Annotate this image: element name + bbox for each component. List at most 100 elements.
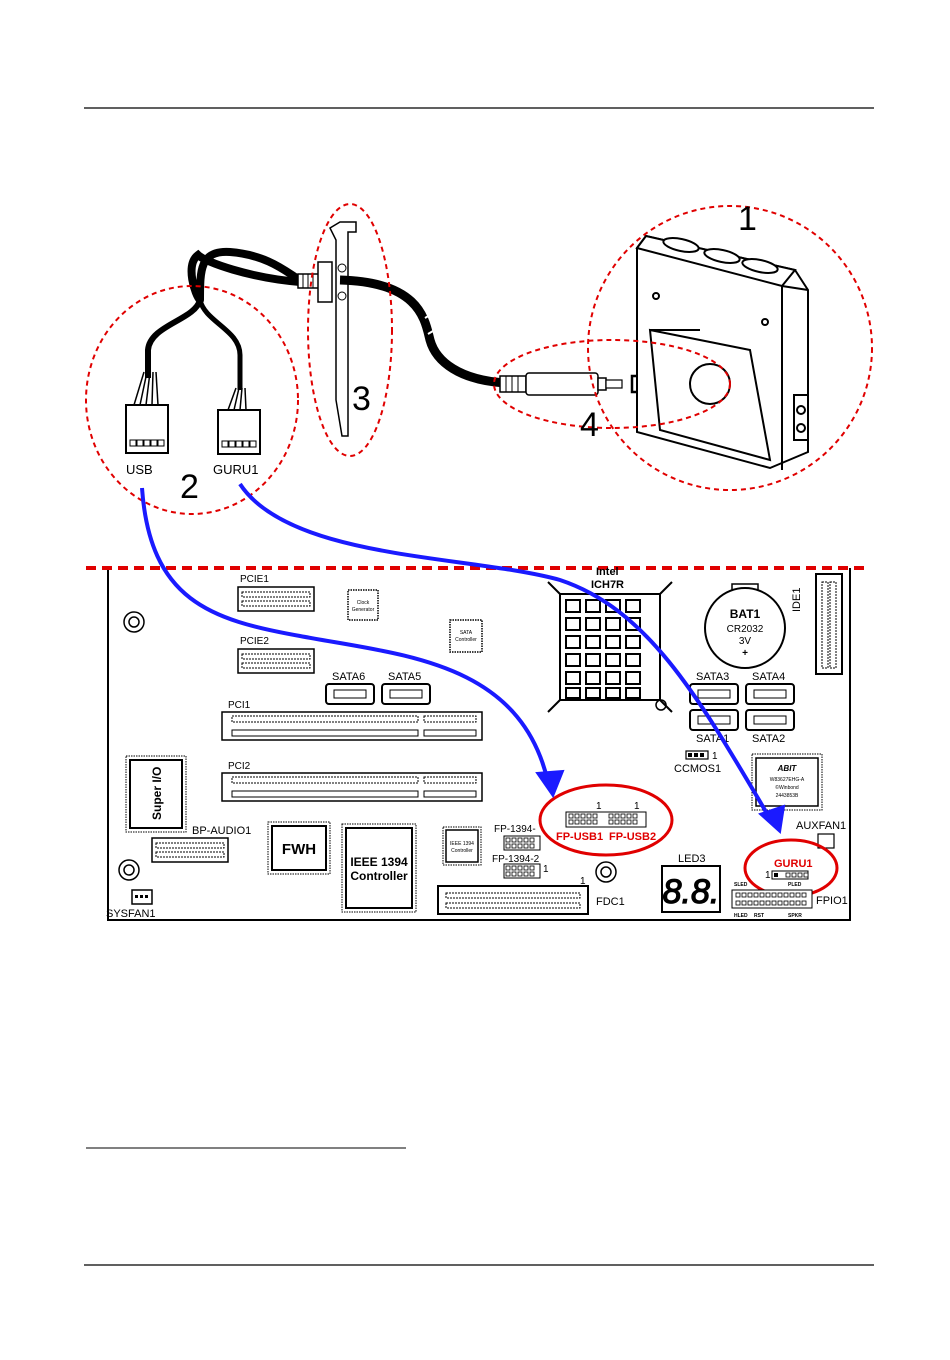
sysfan-label: SYSFAN1 xyxy=(106,908,156,920)
guru-to-guru1-arrow xyxy=(238,482,774,824)
ieee-label-2: Controller xyxy=(350,869,408,883)
cable-device xyxy=(339,275,506,388)
winbond-text-2: ©Winbond xyxy=(775,784,799,791)
cr2032-label: CR2032 xyxy=(727,624,764,635)
fdc-connector xyxy=(437,885,589,915)
fp1394-2-label: FP-1394-2 xyxy=(492,854,540,865)
pci1-label: PCI1 xyxy=(228,700,251,711)
callout-ring-2 xyxy=(85,285,299,515)
usb-label: USB xyxy=(126,462,153,477)
pcie2-label: PCIE2 xyxy=(240,636,269,647)
fpusb1-pin: 1 xyxy=(596,801,602,812)
sata4-port xyxy=(745,683,795,705)
satactl-text-2: Controller xyxy=(455,637,477,643)
pled-label: PLED xyxy=(788,882,802,888)
bp-audio-label: BP-AUDIO1 xyxy=(192,825,251,837)
pcie1-slot xyxy=(237,586,315,612)
led3-display xyxy=(661,865,721,913)
abit-logo-text: ABIT xyxy=(777,764,798,773)
fdc-pin: 1 xyxy=(580,876,586,887)
ich7r-heatsink xyxy=(547,581,673,713)
led3-digits: 8.8. xyxy=(663,873,720,911)
3v-label: 3V xyxy=(739,636,752,647)
spkr-label: SPKR xyxy=(788,913,802,919)
pci2-label: PCI2 xyxy=(228,761,251,772)
motherboard: PCIE1 PCIE2 Clock Generator SATA Control… xyxy=(86,566,866,921)
pcie2-slot xyxy=(237,648,315,674)
guru-device xyxy=(635,234,809,470)
sata3-port xyxy=(689,683,739,705)
plus-label: + xyxy=(742,648,748,659)
guru1-board-label: GURU1 xyxy=(774,858,813,870)
cable-plug xyxy=(297,273,321,289)
ieee1394-chip xyxy=(345,827,413,909)
ieee-small-2: Controller xyxy=(451,848,473,854)
sata6-port xyxy=(325,683,375,705)
led3-label: LED3 xyxy=(678,853,706,865)
sata4-label: SATA4 xyxy=(752,671,785,683)
bat-label: BAT1 xyxy=(730,607,761,621)
sata-controller-chip xyxy=(449,619,483,653)
clock-text-2: Generator xyxy=(352,607,375,613)
cable-assembly: USB GURU1 xyxy=(85,200,873,515)
fwh-chip xyxy=(271,825,327,871)
winbond-text-3: 2443853B xyxy=(776,793,799,799)
sata3-label: SATA3 xyxy=(696,671,729,683)
guru-pin: 1 xyxy=(765,870,771,881)
fpusb2-label: FP-USB2 xyxy=(609,831,656,843)
usb-arrowhead xyxy=(535,769,565,799)
callout-3: 3 xyxy=(352,380,371,418)
ich7r-label: ICH7R xyxy=(591,579,624,591)
satactl-text-1: SATA xyxy=(460,630,473,636)
pcie1-label: PCIE1 xyxy=(240,574,269,585)
intel-label: Intel xyxy=(596,566,619,578)
callout-2: 2 xyxy=(180,468,199,506)
ide-connector xyxy=(815,573,843,675)
super-io-label: Super I/O xyxy=(150,767,164,820)
ieee1394-small-chip xyxy=(445,829,479,863)
auxfan-label: AUXFAN1 xyxy=(796,820,846,832)
callout-ring-1 xyxy=(587,205,873,491)
fp1394-pin: 1 xyxy=(543,864,549,875)
cable-guru-branch xyxy=(197,299,243,390)
device-plug xyxy=(499,372,623,396)
rst-label: RST xyxy=(754,913,764,919)
callout-ring-3 xyxy=(307,203,393,457)
guru-arrowhead xyxy=(758,804,786,834)
ieee-small-1: IEEE 1394 xyxy=(450,841,474,847)
sata5-port xyxy=(381,683,431,705)
fwh-label: FWH xyxy=(282,841,316,858)
pci-bracket xyxy=(329,221,357,437)
fdc-label: FDC1 xyxy=(596,896,625,908)
fp1394-1-label: FP-1394- xyxy=(494,824,536,835)
winbond-text-1: W83627EHG-A xyxy=(770,777,805,783)
ccmos-pin: 1 xyxy=(712,751,718,762)
super-io-chip xyxy=(129,759,183,829)
callout-ring-4 xyxy=(493,339,731,429)
board-outline xyxy=(107,568,851,921)
sata1-port xyxy=(689,709,739,731)
callout-4: 4 xyxy=(580,406,599,444)
hwmon-chip xyxy=(755,757,819,807)
sata6-label: SATA6 xyxy=(332,671,365,683)
fpio-label: FPIO1 xyxy=(816,895,848,907)
sata2-label: SATA2 xyxy=(752,733,785,745)
clock-generator-chip xyxy=(347,589,379,621)
sled-label: SLED xyxy=(734,882,748,888)
ide-label: IDE1 xyxy=(791,588,803,612)
cable-usb-branch xyxy=(145,298,203,378)
ccmos-label: CCMOS1 xyxy=(674,763,721,775)
usb-to-fpusb-arrow xyxy=(140,487,550,783)
cable-loop xyxy=(196,247,302,301)
fpusb2-pin: 1 xyxy=(634,801,640,812)
sata2-port xyxy=(745,709,795,731)
hled-label: HLED xyxy=(734,913,748,919)
pci1-slot xyxy=(221,711,483,741)
ieee-label-1: IEEE 1394 xyxy=(350,855,408,869)
bp-audio-header xyxy=(151,837,229,863)
callout-1: 1 xyxy=(738,200,757,238)
guru-label: GURU1 xyxy=(213,462,259,477)
sata5-label: SATA5 xyxy=(388,671,421,683)
fp-usb-headers xyxy=(565,811,647,828)
